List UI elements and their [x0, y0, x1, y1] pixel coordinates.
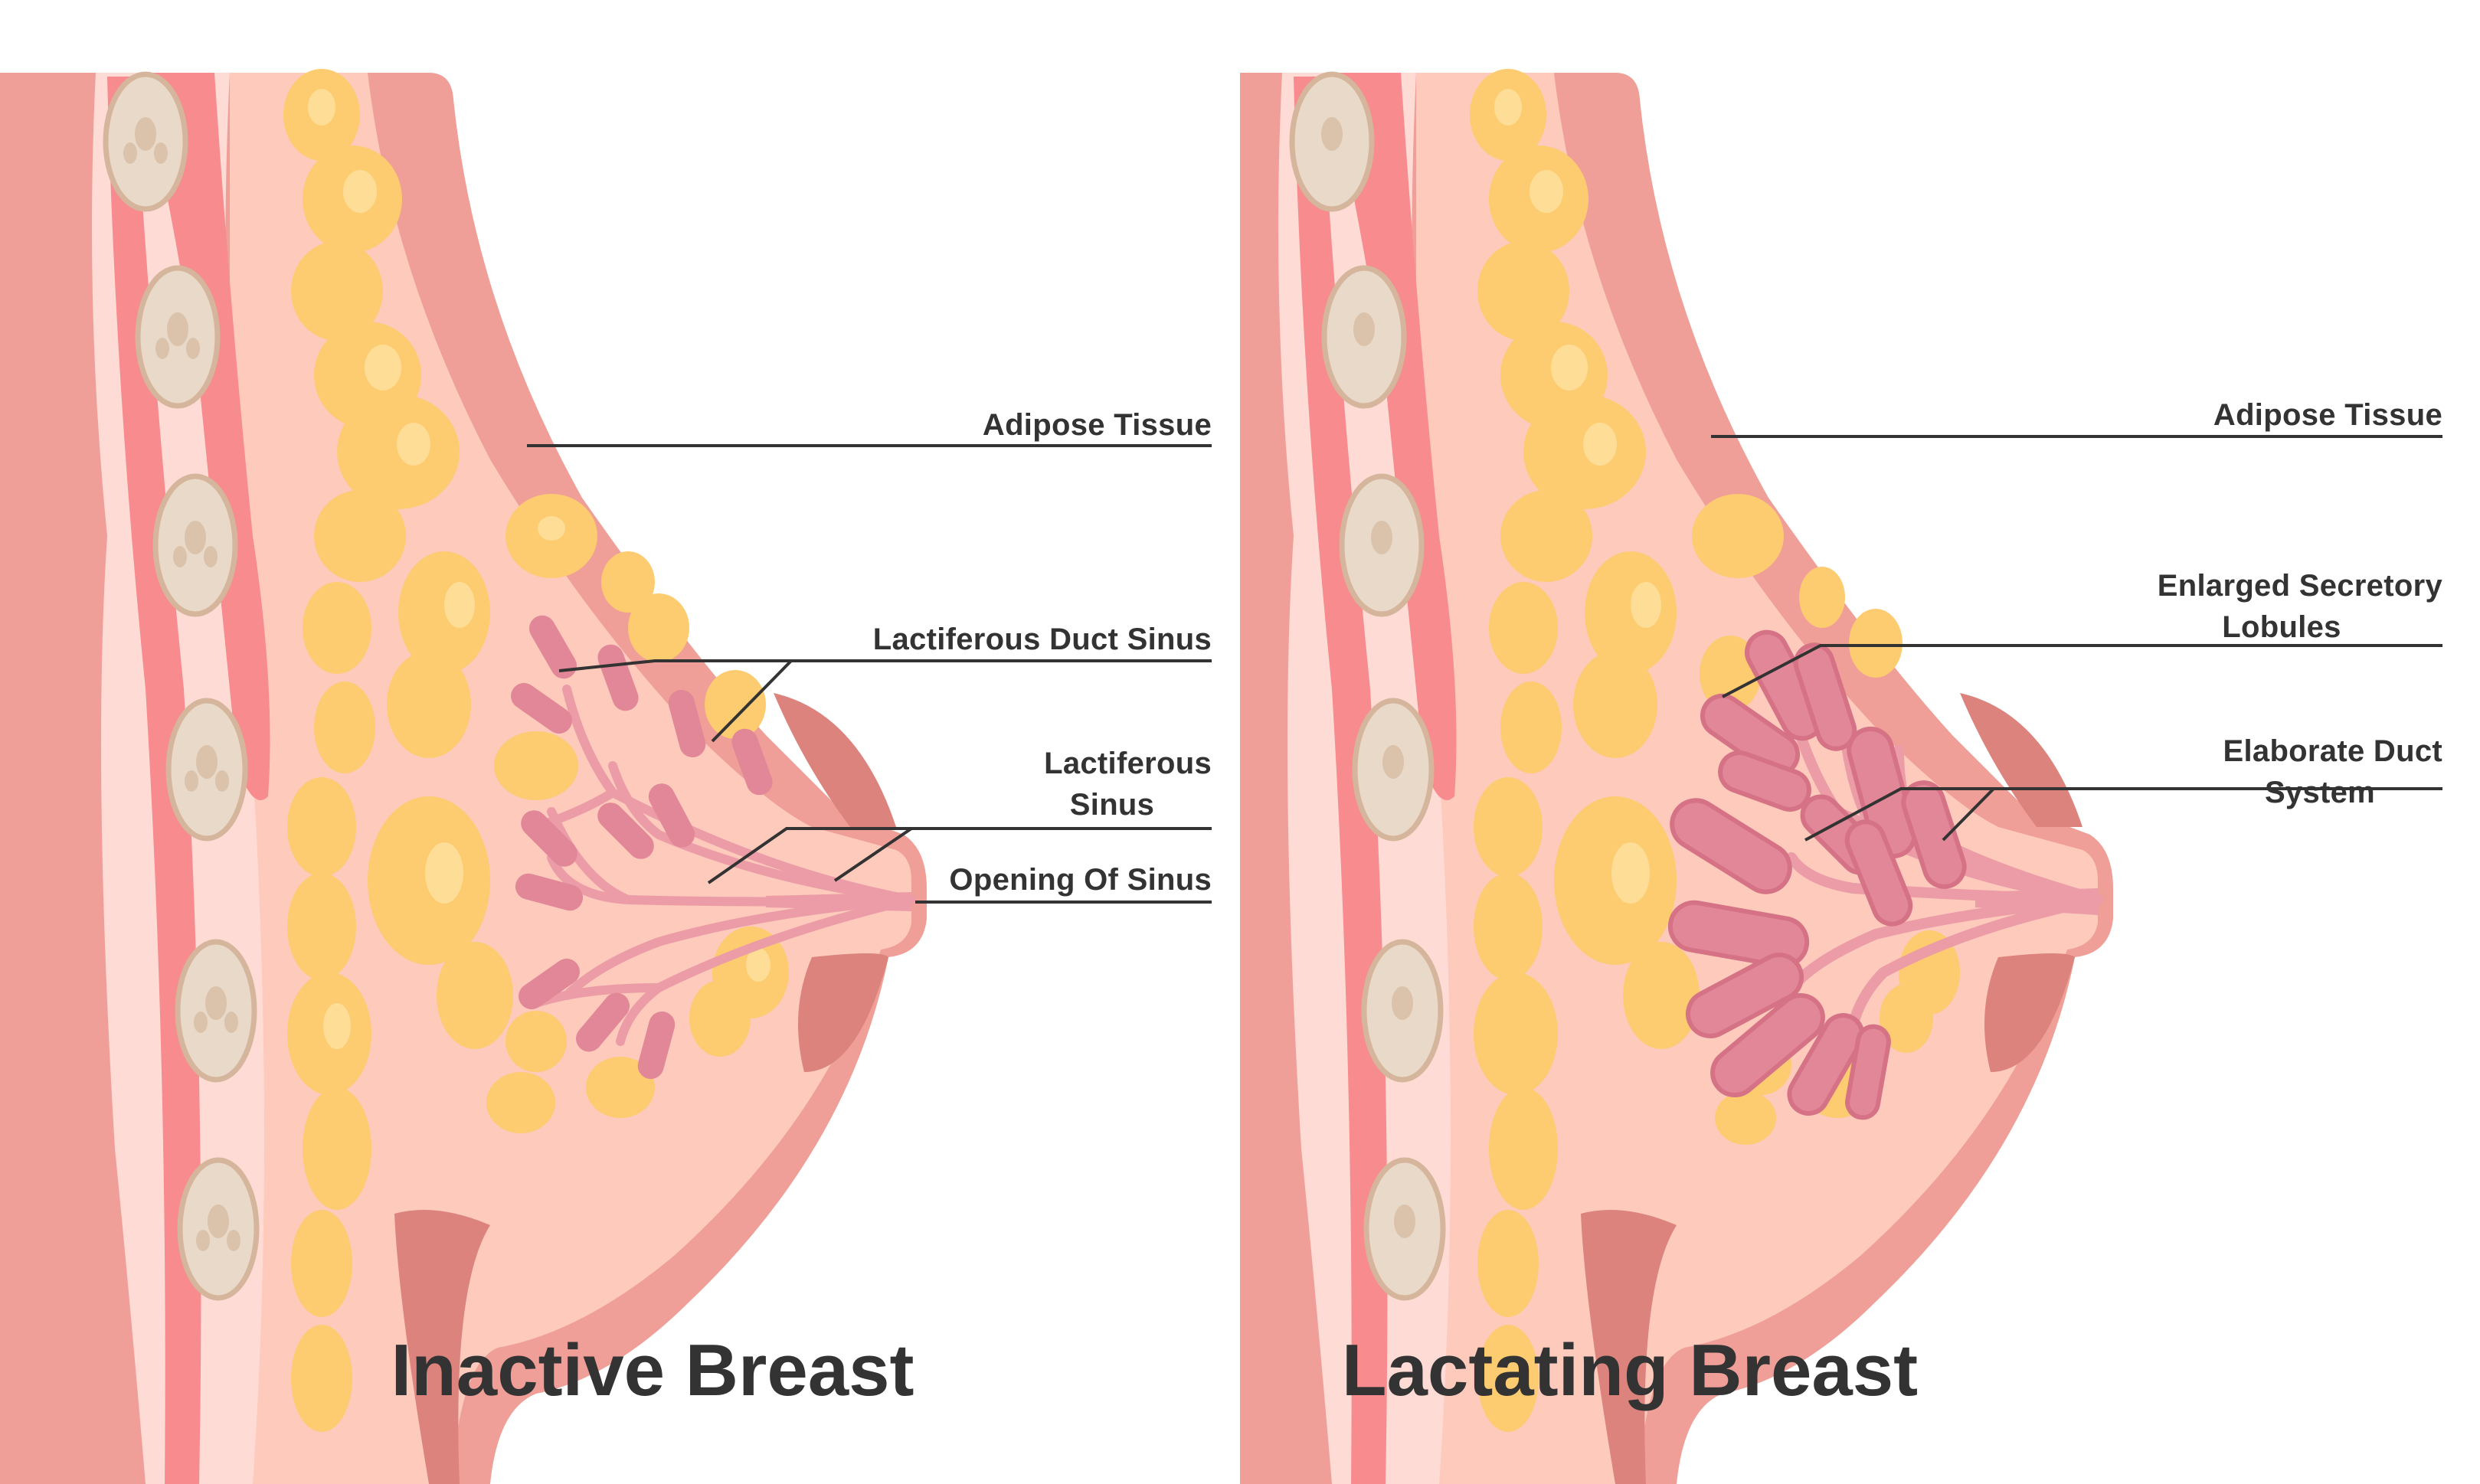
label-line-1: Lactiferous	[1044, 747, 1212, 780]
pectoral-muscle	[1328, 73, 1457, 800]
lobules	[511, 615, 773, 1080]
pectoral-muscle	[142, 73, 270, 800]
label-lactiferous-sinus: Lactiferous Sinus	[1013, 743, 1212, 825]
label-line-2: Sinus	[1069, 788, 1155, 822]
areola-upper	[774, 693, 896, 827]
inactive-breast-panel: Adipose Tissue Lactiferous Duct Sinus La…	[0, 69, 1212, 1484]
leader-lines	[527, 444, 1212, 904]
leader-duct-system	[1804, 787, 2442, 842]
intercostal-muscle	[107, 77, 201, 1484]
label-opening-of-sinus: Opening Of Sinus	[949, 863, 1212, 897]
leader-lines	[1711, 435, 2442, 842]
areola-lower	[798, 953, 888, 1072]
sinus-opening	[1975, 888, 2098, 915]
underfold-shadow	[394, 1210, 490, 1484]
areola-lower	[1984, 953, 2075, 1072]
sinus-opening	[766, 892, 911, 911]
adipose-fat-highlights	[308, 89, 771, 1049]
label-line-1: Enlarged Secretory	[2157, 569, 2442, 603]
label-elaborate-duct-system: Elaborate Duct System	[2197, 731, 2442, 813]
label-line-2: System	[2264, 776, 2376, 809]
label-adipose-tissue: Adipose Tissue	[2213, 398, 2442, 432]
rib-spots	[1321, 117, 1415, 1238]
label-line-2: Lobules	[2222, 610, 2341, 644]
panel-title-inactive: Inactive Breast	[391, 1329, 914, 1411]
inactive-breast-illustration	[0, 69, 1212, 1484]
underfold-shadow	[1581, 1210, 1677, 1484]
intercostal-muscle	[1294, 77, 1388, 1484]
lactating-breast-panel: Adipose Tissue Enlarged Secretory Lobule…	[1240, 0, 2480, 1484]
panel-title-lactating: Lactating Breast	[1341, 1329, 1919, 1411]
lactating-breast-illustration	[1240, 69, 2442, 1484]
label-lactiferous-duct-sinus: Lactiferous Duct Sinus	[872, 623, 1212, 656]
areola-upper	[1960, 693, 2082, 827]
label-line-1: Elaborate Duct	[2223, 734, 2442, 768]
label-enlarged-secretory-lobules: Enlarged Secretory Lobules	[2121, 565, 2442, 648]
rib-spots	[123, 117, 240, 1251]
enlarged-secretory-lobules	[1667, 629, 1967, 1120]
label-adipose-tissue: Adipose Tissue	[982, 408, 1212, 442]
leader-duct-sinus	[558, 659, 1212, 743]
leader-lactiferous-sinus	[707, 827, 1212, 884]
leader-lobules	[1722, 644, 2442, 698]
adipose-fat-highlights	[1494, 89, 1661, 904]
